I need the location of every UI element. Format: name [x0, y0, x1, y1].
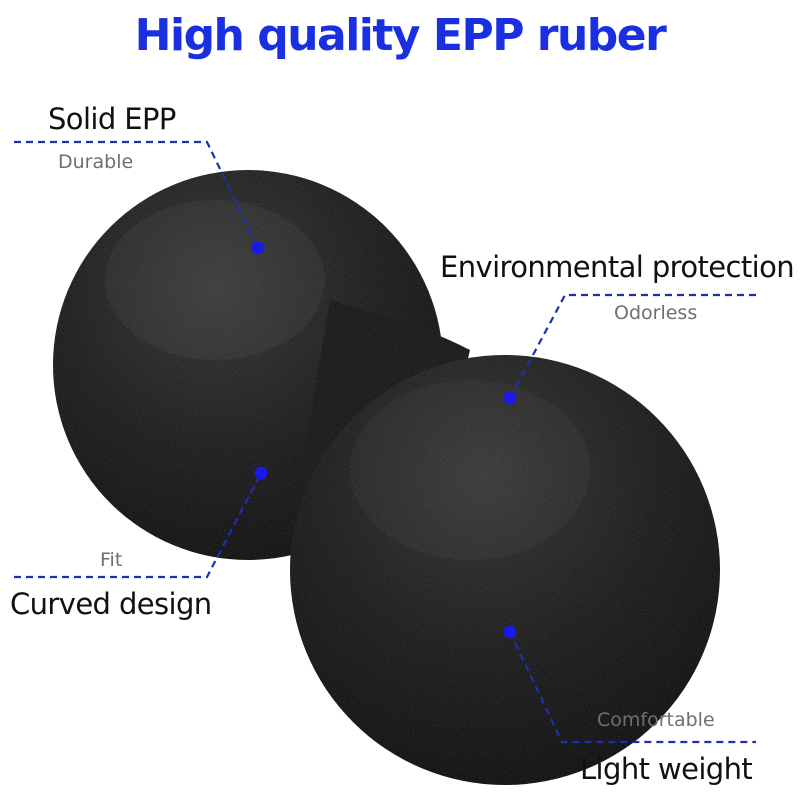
callout-sublabel: Durable: [58, 151, 134, 173]
callout-sublabel: Comfortable: [597, 709, 715, 731]
callout-label: Light weight: [580, 752, 753, 786]
ball-highlight: [105, 200, 325, 360]
callout-sublabel: Odorless: [614, 302, 698, 324]
callout-line-light-weight: [509, 631, 756, 744]
callout-label: Environmental protection: [440, 250, 795, 284]
callout-dot-environmental-protection: [503, 391, 517, 405]
callout-line-environmental-protection: [509, 293, 756, 399]
page-title: High quality EPP ruber: [134, 10, 667, 61]
callout-label: Curved design: [10, 587, 212, 621]
callout-dot-curved-design: [254, 466, 268, 480]
callout-label: Solid EPP: [48, 102, 176, 136]
callout-sublabel: Fit: [100, 549, 123, 571]
callout-line-curved-design: [14, 472, 262, 579]
callout-dot-light-weight: [503, 625, 517, 639]
callout-dot-solid-epp: [251, 241, 265, 255]
callout-line-solid-epp: [14, 140, 259, 249]
